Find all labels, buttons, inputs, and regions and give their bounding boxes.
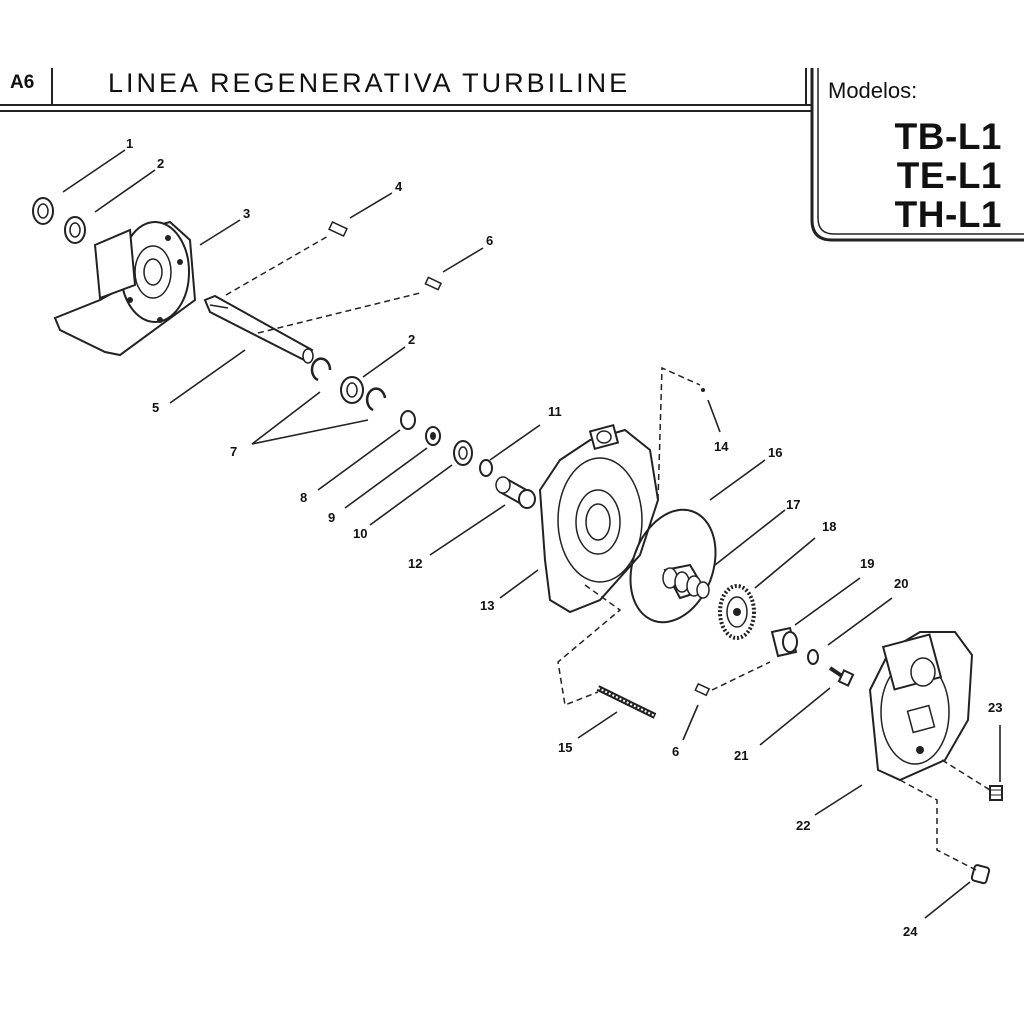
label-2b: 2	[408, 332, 415, 347]
label-6a: 6	[486, 233, 493, 248]
label-16: 16	[768, 445, 782, 460]
label-10: 10	[353, 526, 367, 541]
label-4: 4	[395, 179, 403, 194]
label-23: 23	[988, 700, 1002, 715]
label-12: 12	[408, 556, 422, 571]
part-6-key-bottom	[694, 682, 711, 697]
label-8: 8	[300, 490, 307, 505]
part-5-shaft	[203, 294, 314, 364]
label-6b: 6	[672, 744, 679, 759]
label-1: 1	[126, 136, 133, 151]
label-22: 22	[796, 818, 810, 833]
part-11-oring	[479, 459, 493, 477]
header-frame	[0, 68, 1024, 242]
part-13-pump-body	[538, 423, 660, 614]
part-14-screw	[701, 388, 705, 392]
label-17: 17	[786, 497, 800, 512]
model-th-l1: TH-L1	[894, 194, 1002, 235]
part-3-bracket	[53, 220, 197, 357]
page-code: A6	[10, 72, 35, 93]
label-7: 7	[230, 444, 237, 459]
label-3: 3	[243, 206, 250, 221]
leader-lines	[62, 149, 1001, 919]
label-24: 24	[903, 924, 918, 939]
alignment-lines	[225, 234, 991, 871]
label-15: 15	[558, 740, 572, 755]
label-20: 20	[894, 576, 908, 591]
part-22-pump-cover	[868, 631, 974, 782]
model-tb-l1: TB-L1	[894, 116, 1002, 157]
label-19: 19	[860, 556, 874, 571]
part-24-plug	[970, 864, 991, 885]
label-13: 13	[480, 598, 494, 613]
part-1-seal	[32, 197, 54, 225]
part-16-gasket	[629, 508, 717, 624]
label-9: 9	[328, 510, 335, 525]
part-7-circlip-a	[310, 357, 332, 382]
part-labels: 1 2 3 4 6 2 5 7 11 14 16 8 9 10 17 18 12…	[126, 136, 1002, 939]
part-7-circlip-b	[365, 387, 387, 412]
label-14: 14	[714, 439, 729, 454]
part-8-ring	[400, 410, 416, 430]
part-2-bearing-b	[340, 376, 364, 404]
part-19-bushing	[770, 626, 798, 658]
part-10-seal	[453, 440, 473, 466]
part-12-sleeve	[495, 476, 536, 509]
page-title: LINEA REGENERATIVA TURBILINE	[108, 68, 631, 98]
part-6-key-top	[424, 276, 443, 291]
label-2a: 2	[157, 156, 164, 171]
part-2-bearing	[64, 216, 86, 244]
part-17-mech-seal	[662, 563, 710, 600]
model-te-l1: TE-L1	[896, 155, 1002, 196]
label-21: 21	[734, 748, 748, 763]
models-label: Modelos:	[828, 78, 918, 103]
part-18-impeller	[718, 584, 756, 640]
part-20-washer	[807, 649, 819, 665]
part-4-key	[328, 220, 348, 238]
label-5: 5	[152, 400, 159, 415]
label-18: 18	[822, 519, 836, 534]
part-15-stud	[596, 685, 657, 719]
part-21-bolt	[828, 666, 855, 687]
part-9-washer	[425, 426, 441, 446]
label-11: 11	[548, 404, 562, 419]
part-23-plug	[989, 785, 1003, 801]
